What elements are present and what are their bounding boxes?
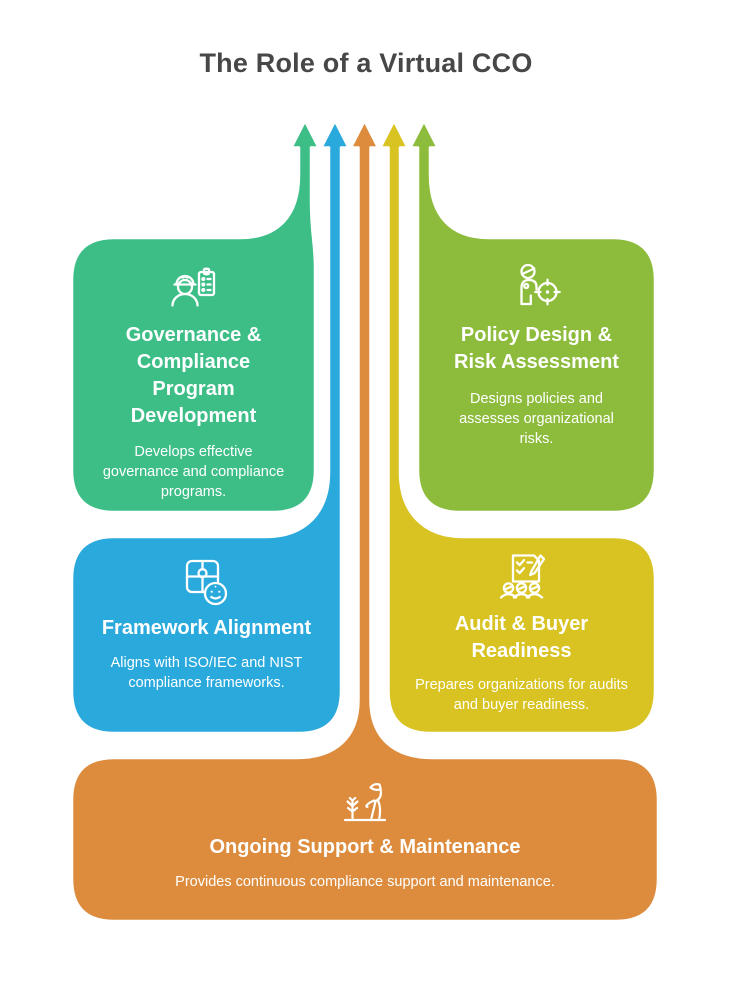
person-target-icon [519,263,561,306]
puzzle-smiley-icon [185,559,227,606]
governance-card-title: Governance & Compliance Program Developm… [125,324,262,427]
audit-card-description: Prepares organizations for audits and bu… [415,677,628,713]
gardener-icon [343,783,387,822]
policy-risk-card-title: Policy Design & Risk Assessment [454,324,619,373]
audit-card-arrow-shape [379,119,657,735]
engineer-checklist-icon [170,267,215,307]
audit-card-title: Audit & Buyer Readiness [454,613,589,662]
governance-card-arrow-shape [70,119,320,514]
audit-card: Audit & Buyer Readiness Prepares organiz… [388,537,655,733]
checklist-people-icon [499,554,545,599]
page-title: The Role of a Virtual CCO [199,48,533,78]
framework-card-arrow-shape [70,119,350,735]
ongoing-card-arrow-shape [70,119,660,923]
policy-risk-card: Policy Design & Risk Assessment Designs … [418,238,655,512]
policy-risk-card-description: Designs policies and assesses organizati… [459,391,614,447]
governance-card: Governance & Compliance Program Developm… [72,238,315,512]
ongoing-card: Ongoing Support & Maintenance Provides c… [72,758,658,921]
policy-risk-card-arrow-shape [409,119,657,514]
framework-card-description: Aligns with ISO/IEC and NIST compliance … [110,655,303,691]
ongoing-card-title: Ongoing Support & Maintenance [209,836,521,858]
governance-card-description: Develops effective governance and compli… [102,444,285,500]
framework-card-title: Framework Alignment [101,617,312,639]
framework-card: Framework Alignment Aligns with ISO/IEC … [72,537,341,733]
ongoing-card-description: Provides continuous compliance support a… [175,874,555,890]
